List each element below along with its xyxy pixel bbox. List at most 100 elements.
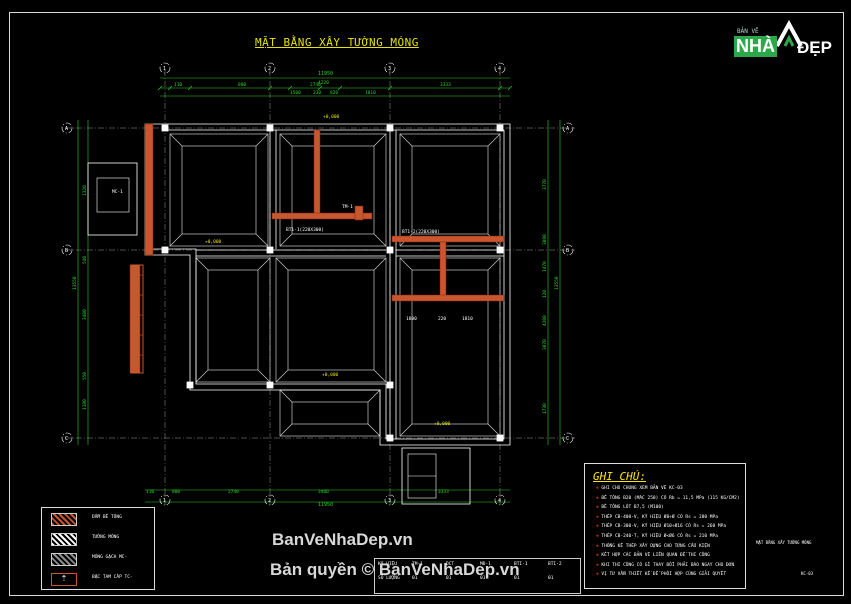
legend-swatch	[51, 513, 77, 526]
note-item: ❖ GHI CHÚ CHUNG XEM BẢN VẼ KC-03	[596, 486, 683, 491]
beam-tag-1: BT1-1(220X300)	[286, 227, 324, 233]
detail-box-left-inner	[96, 177, 130, 213]
note-bullet-icon: ❖	[596, 495, 602, 501]
note-bullet-icon: ❖	[596, 572, 602, 578]
note-item: ❖ BÊ TÔNG B20 (MÁC 250) CÓ Rb = 11,5 MPa…	[596, 496, 740, 501]
dim-left-seg: 13550	[72, 276, 78, 290]
entry-step	[130, 264, 144, 374]
dim-right-seg: 120	[542, 290, 548, 298]
concrete-beam	[391, 294, 505, 302]
note-item: ❖ THÉP CB-400-V, KÝ HIỆU Ø8÷Ø CÓ Rs = 28…	[596, 515, 718, 520]
table-value-cell: 01	[548, 576, 554, 581]
note-item: ❖ THỐNG KÊ THÉP XÂY DỰNG CHO TỪNG CẤU KI…	[596, 544, 710, 549]
dim-bottom-seg: 880	[172, 489, 180, 495]
note-bullet-icon: ❖	[596, 486, 602, 491]
axis-bubble	[384, 494, 396, 506]
dim-top-overall: 11950	[318, 71, 333, 77]
concrete-beam	[354, 205, 364, 221]
room-footing-b	[279, 133, 387, 247]
foundation-walls	[87, 123, 511, 505]
concrete-beam	[144, 123, 154, 256]
dim-right-seg: 3070	[542, 339, 548, 350]
elev-label-room-a: +0,000	[205, 239, 222, 245]
dim-left-seg: 550	[82, 372, 88, 380]
watermark-copyright: Bản quyền © BanVeNhaDep.vn	[270, 560, 520, 579]
dim-tick	[287, 85, 293, 91]
footing-outlines	[169, 133, 501, 437]
note-item: ❖ THÉP CB-240-T, KÝ HIỆU Ø<Ø6 CÓ Rs = 21…	[596, 534, 718, 539]
footing-edge	[279, 389, 293, 403]
note-text: KHI THI CÔNG CÓ GÌ THAY ĐỔI PHẢI BÁO NGA…	[601, 562, 735, 568]
dim-bottom-seg: 3400	[318, 489, 329, 495]
dim-right-seg: 13550	[554, 276, 560, 290]
note-bullet-icon: ❖	[596, 524, 602, 530]
footing-edge	[487, 257, 501, 271]
table-header-cell: BTI-2	[548, 562, 562, 567]
axis-label-top: 4	[498, 66, 501, 72]
table-header-cell: KÝ HIỆU	[378, 562, 397, 567]
axis-bubble	[61, 244, 73, 256]
note-item: ❖ THÉP CB-300-V, KÝ HIỆU Ø10÷Ø16 CÓ Rs =…	[596, 524, 726, 529]
note-text: THỐNG KÊ THÉP XÂY DỰNG CHO TỪNG CẤU KIỆN	[601, 543, 710, 549]
dim-bottom-overall: 11950	[318, 502, 333, 508]
column-mark	[161, 124, 169, 132]
footing-edge	[279, 233, 293, 247]
footing-edge	[257, 257, 271, 271]
note-text: GHI CHÚ CHUNG XEM BẢN VẼ KC-03	[601, 486, 683, 491]
drawing-title: MẶT BẰNG XÂY TƯỜNG MÓNG	[255, 36, 419, 49]
room-footing-f	[399, 257, 501, 437]
room-footing-f	[411, 269, 489, 425]
room-footing-e	[275, 257, 387, 383]
watermark-site: BanVeNhaDep.vn	[272, 530, 413, 549]
column-mark	[266, 124, 274, 132]
note-item: ❖ KẾT HỢP CÁC BẢN VẼ LIÊN QUAN ĐỂ THI CÔ…	[596, 553, 710, 558]
concrete-beam	[313, 129, 321, 219]
dim-tick	[267, 85, 273, 91]
footing-edge	[169, 233, 183, 247]
column-mark	[496, 246, 504, 254]
table-header-cell: DCT	[446, 562, 455, 567]
logo-dep-text: ĐẸP	[797, 38, 832, 57]
table-value-cell: 01	[412, 576, 418, 581]
note-text: THÉP CB-400-V, KÝ HIỆU Ø8÷Ø CÓ Rs = 280 …	[601, 514, 718, 520]
footing-edge	[373, 369, 387, 383]
footing-edge	[279, 133, 293, 147]
note-item: ❖ VỊ TƯ VẤN THIẾT KẾ ĐỂ PHỐI HỢP CÙNG GI…	[596, 572, 726, 577]
dim-right-seg: 4200	[542, 315, 548, 326]
note-text: KẾT HỢP CÁC BẢN VẼ LIÊN QUAN ĐỂ THI CÔNG	[601, 553, 710, 559]
room-footing-d	[195, 257, 271, 383]
footing-edge	[169, 133, 183, 147]
dim-right-seg: 3770	[542, 179, 548, 190]
dim-tick	[167, 85, 173, 91]
sheet-number: KC-03	[801, 571, 814, 576]
dim-left-seg: 1180	[82, 399, 88, 410]
footing-edge	[373, 257, 387, 271]
dim-bottom-seg: 110	[146, 489, 154, 495]
dim-top-seg: 3333	[440, 82, 451, 88]
table-header-cell: MĐ-1	[480, 562, 491, 567]
elev-label-top: +0,000	[323, 114, 340, 120]
dim-tick	[317, 85, 323, 91]
axis-label-right: B	[566, 248, 569, 254]
note-text: THÉP CB-240-T, KÝ HIỆU Ø<Ø6 CÓ Rs = 210 …	[601, 534, 718, 539]
table-header-cell: TM-1	[412, 562, 423, 567]
axis-bubble	[61, 122, 73, 134]
footing-edge	[399, 423, 413, 437]
column-mark	[386, 434, 394, 442]
note-item: ❖ KHI THI CÔNG CÓ GÌ THAY ĐỔI PHẢI BÁO N…	[596, 563, 734, 568]
axis-label-top: 2	[268, 66, 271, 72]
footing-edge	[257, 369, 271, 383]
footing-edge	[195, 257, 209, 271]
column-mark	[266, 246, 274, 254]
outer-wall-outline	[144, 123, 511, 446]
axis-label-top: 1	[163, 66, 166, 72]
legend-label: DẦM BÊ TÔNG	[92, 515, 122, 520]
dim-top-row3: 820	[330, 90, 338, 96]
note-bullet-icon: ❖	[596, 562, 602, 568]
note-text: BÊ TÔNG B20 (MÁC 250) CÓ Rb = 11,5 MPa (…	[601, 495, 740, 501]
note-bullet-icon: ❖	[596, 514, 602, 520]
dim-top-seg: 800	[238, 82, 246, 88]
legend-label: MÓNG GẠCH MC-	[92, 555, 128, 560]
axis-bubble	[562, 432, 574, 444]
